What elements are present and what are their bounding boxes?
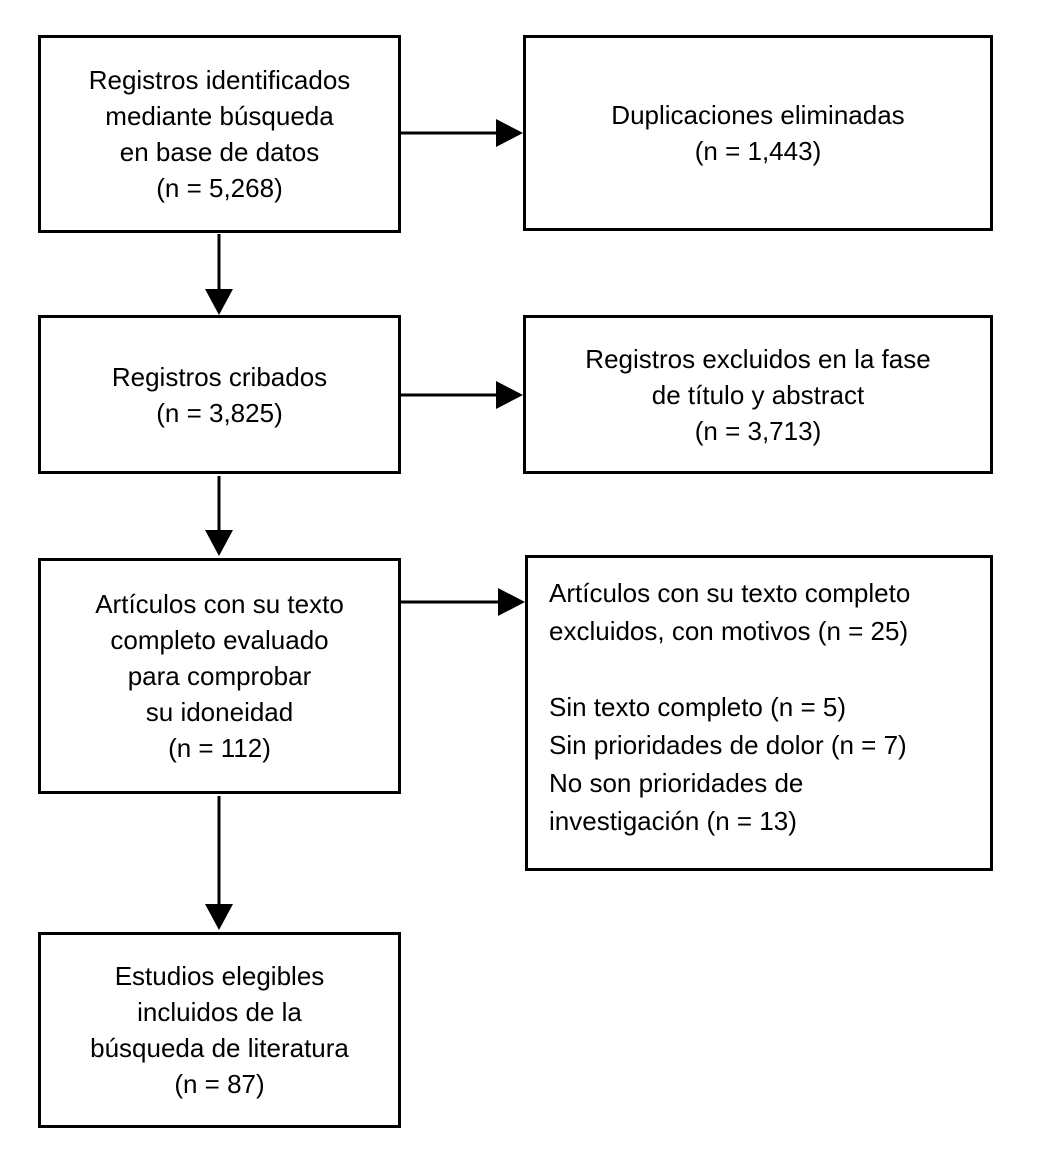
box-fulltext-excluded-text: Artículos con su texto completo excluido… (549, 578, 911, 836)
arrow-identified-to-screened (205, 234, 233, 315)
arrow-fulltext-to-excluded (398, 588, 525, 616)
box-duplicates-removed: Duplicaciones eliminadas (n = 1,443) (523, 35, 993, 231)
box-fulltext-excluded: Artículos con su texto completo excluido… (525, 555, 993, 871)
arrow-screened-to-fulltext (205, 476, 233, 556)
box-excluded-title-abstract: Registros excluidos en la fase de título… (523, 315, 993, 474)
box-fulltext-assessed-text: Artículos con su texto completo evaluado… (95, 589, 344, 763)
box-duplicates-removed-text: Duplicaciones eliminadas (n = 1,443) (611, 100, 905, 166)
box-records-identified: Registros identificados mediante búsqued… (38, 35, 401, 233)
box-excluded-title-abstract-text: Registros excluidos en la fase de título… (585, 343, 931, 446)
arrow-fulltext-to-included (205, 796, 233, 930)
box-fulltext-assessed: Artículos con su texto completo evaluado… (38, 558, 401, 794)
arrow-identified-to-duplicates (401, 119, 523, 147)
box-studies-included-text: Estudios elegibles incluidos de la búsqu… (90, 961, 349, 1099)
arrow-screened-to-excluded (401, 381, 523, 409)
box-studies-included: Estudios elegibles incluidos de la búsqu… (38, 932, 401, 1128)
box-records-identified-text: Registros identificados mediante búsqued… (88, 65, 351, 203)
box-records-screened: Registros cribados (n = 3,825) (38, 315, 401, 474)
box-records-screened-text: Registros cribados (n = 3,825) (111, 361, 328, 428)
